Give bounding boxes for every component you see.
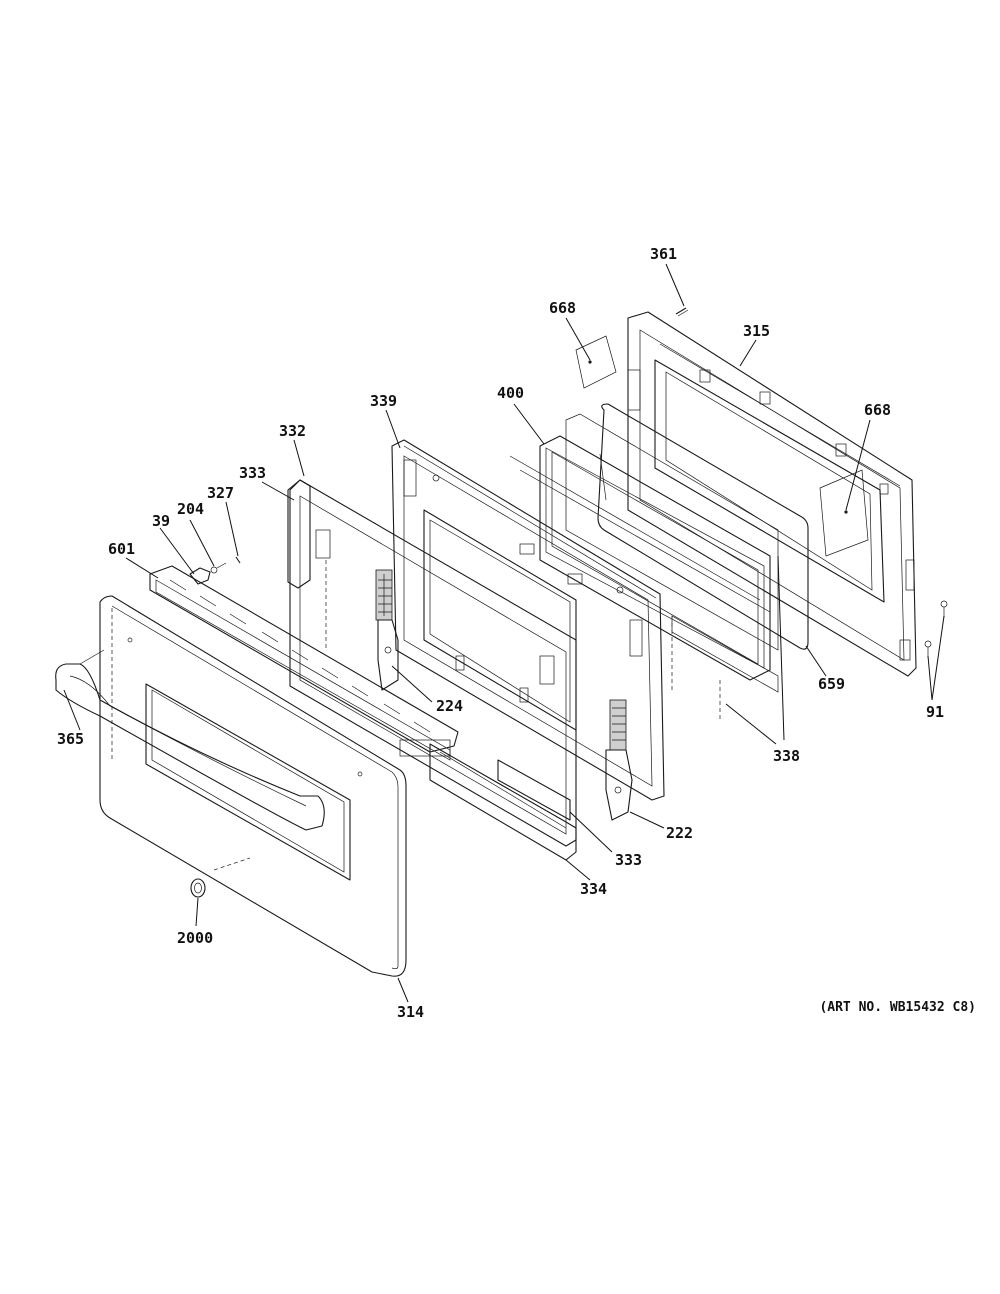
callout-333-lower: 333 [615, 851, 642, 869]
callout-668-upper: 668 [549, 299, 576, 317]
part-332-heat-shield [289, 479, 577, 847]
callout-338: 338 [773, 747, 800, 765]
callout-333-upper: 333 [239, 464, 266, 482]
part-327-screw [235, 556, 241, 564]
part-333-channel-lower [497, 759, 571, 821]
callout-365: 365 [57, 730, 84, 748]
part-601-vent-trim [149, 565, 459, 761]
callout-332: 332 [279, 422, 306, 440]
part-361-screw [675, 307, 689, 317]
part-338-glass-panel-upper [565, 413, 779, 651]
callout-39: 39 [152, 512, 170, 530]
part-39-clip [189, 567, 211, 585]
callout-601: 601 [108, 540, 135, 558]
part-400-inner-window-pack [509, 435, 771, 681]
part-314-outer-door [99, 595, 407, 977]
part-333-channel-upper [287, 479, 311, 589]
part-338-glass-panel-lower [671, 615, 779, 720]
callout-659: 659 [818, 675, 845, 693]
part-668-insulation-pad-lower [819, 469, 869, 557]
part-222-hinge-right [605, 699, 633, 821]
callout-668-lower: 668 [864, 401, 891, 419]
callout-339: 339 [370, 392, 397, 410]
callout-361: 361 [650, 245, 677, 263]
part-224-hinge-left [375, 569, 399, 691]
part-668-insulation-pad-upper [575, 335, 617, 389]
callout-224: 224 [436, 697, 463, 715]
callout-222: 222 [666, 824, 693, 842]
callout-314: 314 [397, 1003, 424, 1021]
callout-315: 315 [743, 322, 770, 340]
part-334-bottom-trim [429, 743, 577, 861]
art-number: (ART NO. WB15432 C8) [819, 1000, 976, 1015]
callout-2000: 2000 [177, 929, 213, 947]
part-315-door-liner [627, 311, 917, 677]
part-365-door-handle [55, 649, 325, 831]
leader-lines [63, 263, 945, 1003]
callout-91: 91 [926, 703, 944, 721]
callout-400: 400 [497, 384, 524, 402]
part-91-screws [924, 600, 948, 658]
part-659-window-gasket [597, 403, 809, 650]
callout-204: 204 [177, 500, 204, 518]
part-204-screw [210, 562, 227, 574]
callout-327: 327 [207, 484, 234, 502]
callout-334: 334 [580, 880, 607, 898]
part-2000-badge [190, 878, 206, 898]
